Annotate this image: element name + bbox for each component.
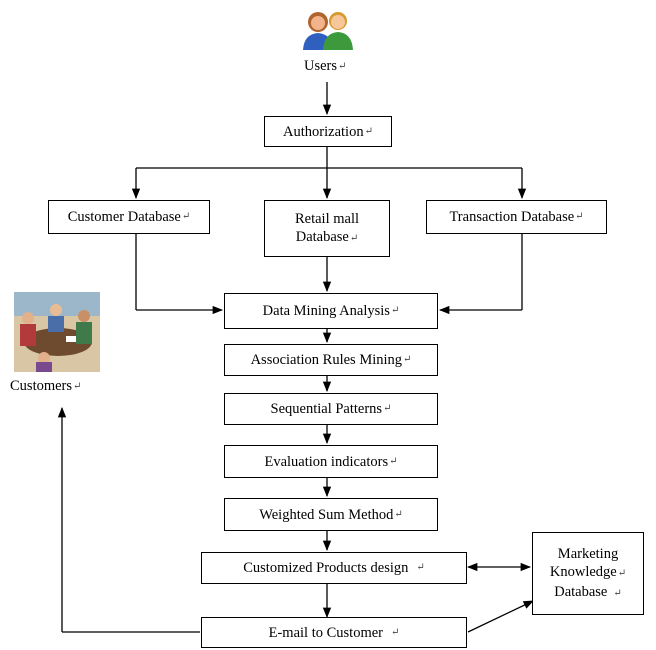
data-mining-analysis-box: Data Mining Analysis↵: [224, 293, 438, 329]
return-mark: ↵: [390, 626, 400, 638]
transaction-database-box: Transaction Database↵: [426, 200, 607, 234]
return-mark: ↵: [613, 587, 622, 599]
return-mark: ↵: [617, 567, 627, 579]
return-mark: ↵: [575, 211, 584, 222]
customers-meeting-illustration: [14, 292, 100, 372]
email-to-customer-box: E-mail to Customer↵: [201, 617, 467, 648]
sequential-patterns-box: Sequential Patterns↵: [224, 393, 438, 425]
return-mark: ↵: [364, 125, 373, 137]
retail-db-line1: Retail mall: [294, 210, 360, 227]
evaluation-indicators-box: Evaluation indicators↵: [224, 445, 438, 478]
users-icon: [300, 8, 356, 52]
retail-db-line2: Database: [295, 228, 349, 245]
return-mark: ↵: [394, 508, 403, 520]
association-rules-mining-box: Association Rules Mining↵: [224, 344, 438, 376]
customers-label: Customers↵: [10, 378, 82, 394]
return-mark: ↵: [416, 562, 425, 573]
weighted-sum-method-box: Weighted Sum Method↵: [224, 498, 438, 531]
return-mark: ↵: [389, 455, 398, 467]
customer-database-box: Customer Database↵: [48, 200, 210, 234]
mk-line3: Database: [554, 583, 608, 600]
users-label: Users↵: [304, 58, 347, 74]
return-mark: ↵: [338, 61, 347, 72]
return-mark: ↵: [383, 403, 392, 414]
authorization-box: Authorization↵: [264, 116, 392, 147]
retail-mall-database-box: Retail mall Database↵: [264, 200, 390, 257]
return-mark: ↵: [181, 211, 191, 222]
mk-line2: Knowledge: [549, 563, 617, 580]
return-mark: ↵: [73, 381, 82, 392]
return-mark: ↵: [390, 305, 400, 316]
customized-products-design-box: Customized Products design↵: [201, 552, 467, 584]
return-mark: ↵: [349, 232, 359, 244]
mk-line1: Marketing: [557, 545, 619, 562]
return-mark: ↵: [403, 354, 412, 365]
marketing-knowledge-database-box: Marketing Knowledge↵ Database↵: [532, 532, 644, 615]
